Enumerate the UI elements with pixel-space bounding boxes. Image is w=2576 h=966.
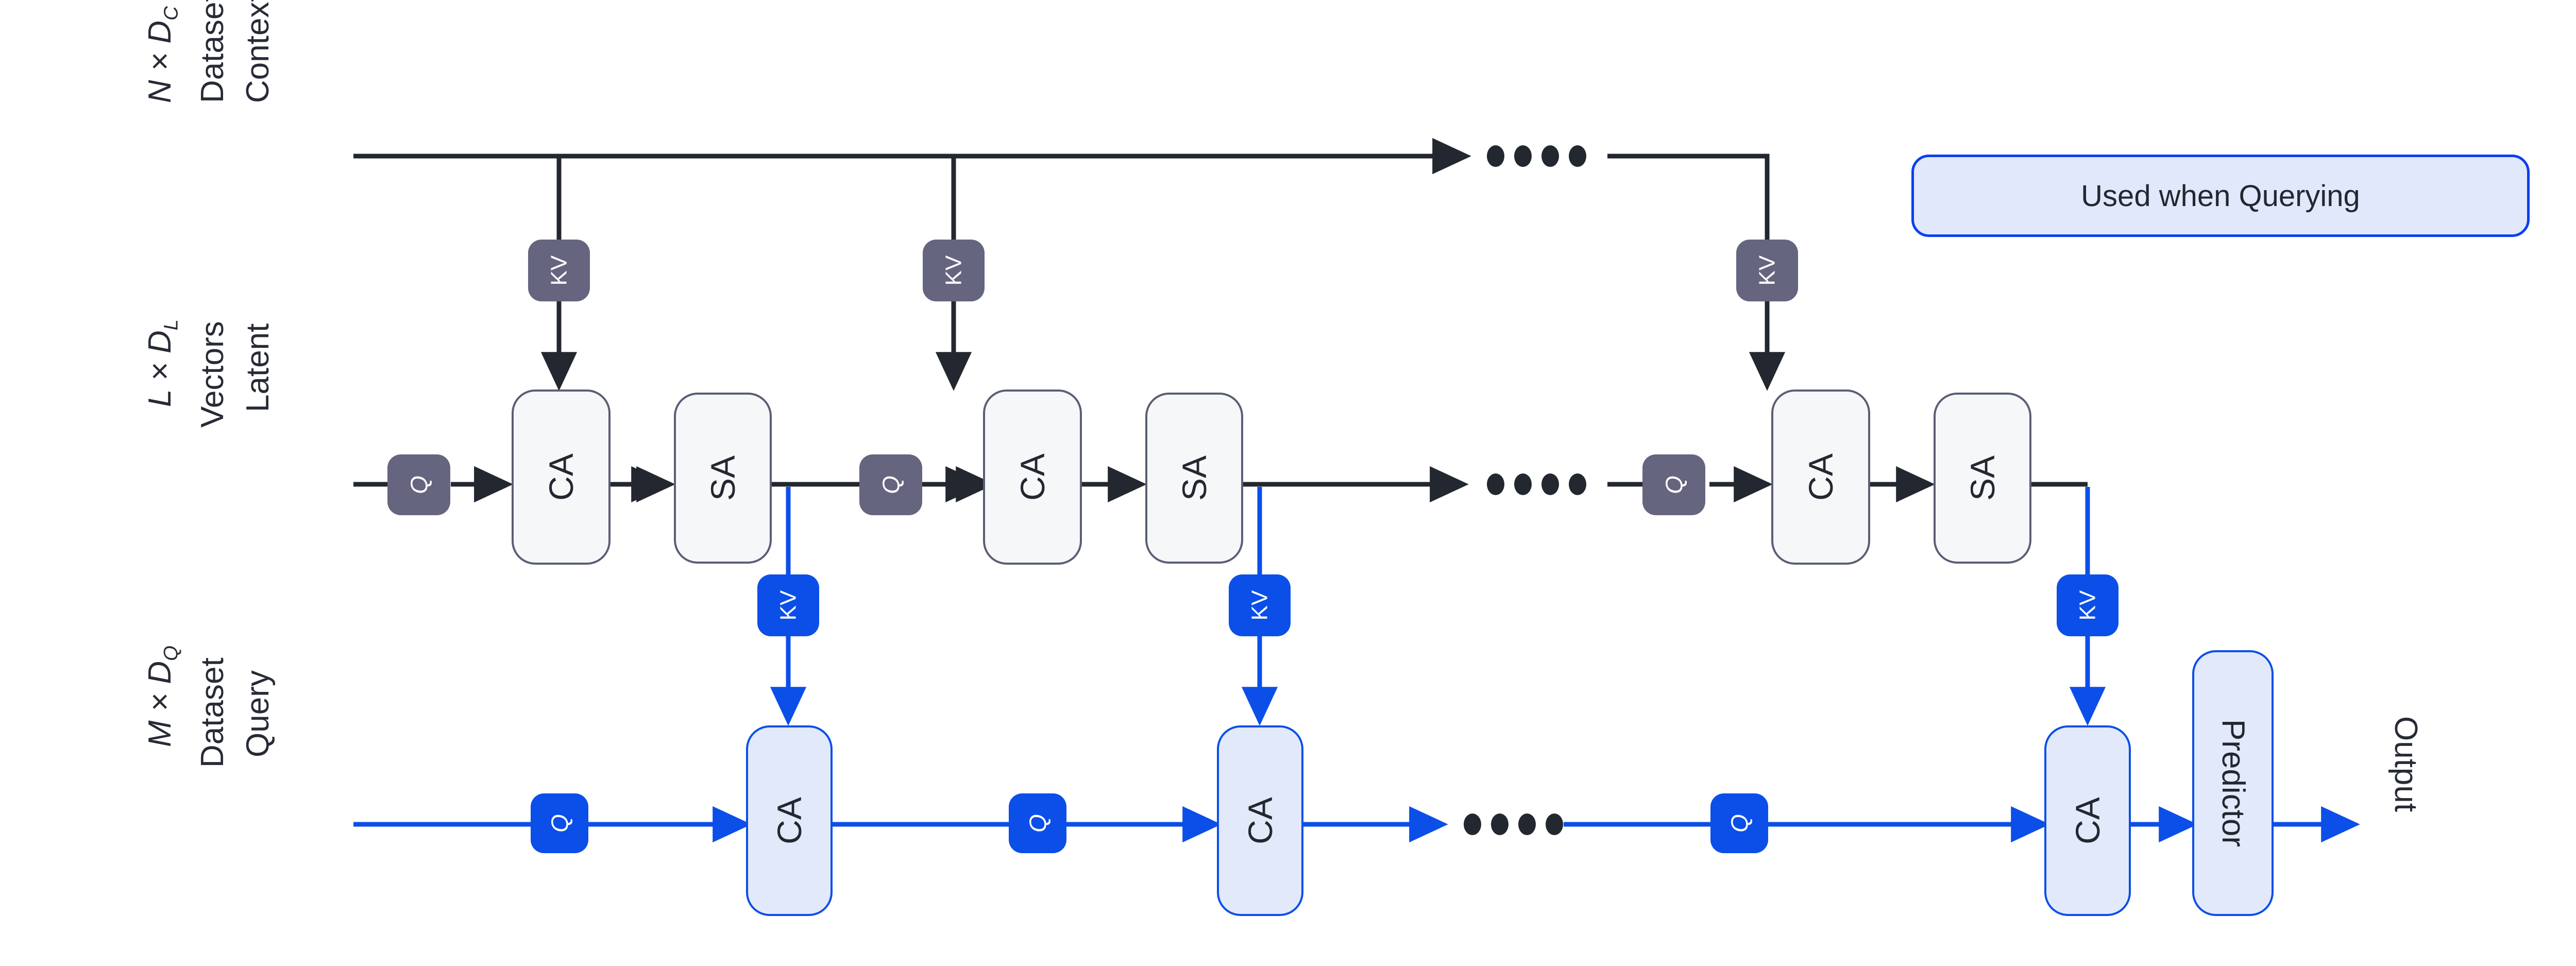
row-dims-latent: L × DL (142, 319, 182, 407)
legend-used-when-querying: Used when Querying (1911, 155, 2530, 237)
block-query-ca-1-label: CA (770, 797, 808, 844)
kv-badge-context-2-label: KV (940, 255, 966, 286)
kv-badge-query-1-label: KV (775, 590, 801, 621)
block-latent-ca-3-label: CA (1802, 453, 1840, 501)
row-label-query-line1: Query (240, 670, 276, 757)
q-badge-latent-3[interactable]: Q (1642, 454, 1705, 515)
block-latent-sa-3-label: SA (1963, 455, 2002, 501)
block-latent-ca-3[interactable]: CA (1771, 389, 1870, 565)
q-badge-latent-3-label: Q (1660, 476, 1687, 494)
block-latent-ca-2[interactable]: CA (983, 389, 1082, 565)
row-dims-context-text: N × D (142, 20, 178, 103)
latent-to-query-taps (770, 487, 2106, 726)
kv-badge-query-1[interactable]: KV (757, 574, 819, 636)
kv-badge-query-3-label: KV (2074, 590, 2100, 621)
kv-badge-context-3[interactable]: KV (1736, 240, 1798, 301)
row-label-context-line1: Context (240, 0, 276, 103)
block-predictor[interactable]: Predictor (2192, 650, 2274, 916)
block-latent-ca-2-label: CA (1013, 453, 1052, 501)
q-badge-latent-1[interactable]: Q (387, 454, 450, 515)
kv-badge-context-1[interactable]: KV (528, 240, 590, 301)
ellipsis-latent (1487, 473, 1586, 495)
row-dims-latent-sub: L (160, 319, 182, 331)
block-predictor-label: Predictor (2215, 719, 2251, 848)
row-label-latent-line2: Vectors (195, 321, 230, 428)
block-latent-sa-2[interactable]: SA (1145, 393, 1243, 564)
block-latent-sa-1-label: SA (703, 455, 742, 501)
kv-badge-query-3[interactable]: KV (2057, 574, 2119, 636)
block-latent-sa-1[interactable]: SA (674, 393, 772, 564)
block-query-ca-1[interactable]: CA (746, 725, 833, 916)
kv-badge-query-2[interactable]: KV (1229, 574, 1291, 636)
q-badge-latent-1-label: Q (405, 476, 432, 494)
ellipsis-query (1464, 814, 1563, 835)
row-label-query-line2: Dataset (195, 657, 230, 768)
block-query-ca-2-label: CA (1241, 797, 1279, 844)
kv-badge-context-3-label: KV (1754, 255, 1780, 286)
q-badge-query-3[interactable]: Q (1710, 793, 1768, 853)
block-query-ca-3[interactable]: CA (2044, 725, 2131, 916)
ellipsis-context (1487, 145, 1586, 167)
block-latent-ca-1-label: CA (542, 453, 580, 501)
q-badge-query-2-label: Q (1024, 814, 1051, 833)
q-badge-latent-2[interactable]: Q (859, 454, 922, 515)
output-label: Output (2388, 716, 2424, 812)
q-badge-query-3-label: Q (1726, 814, 1753, 833)
row-label-context-line2: Dataset (195, 0, 230, 103)
row-dims-latent-text: L × D (142, 330, 178, 407)
q-badge-query-1[interactable]: Q (531, 793, 588, 853)
row-dims-query-sub: Q (160, 646, 182, 661)
block-latent-sa-2-label: SA (1175, 455, 1213, 501)
block-latent-sa-3[interactable]: SA (1934, 393, 2031, 564)
q-badge-query-1-label: Q (546, 814, 573, 833)
block-query-ca-3-label: CA (2069, 797, 2107, 844)
kv-badge-context-2[interactable]: KV (923, 240, 985, 301)
row-dims-context-sub: C (160, 6, 182, 21)
row-label-latent-line1: Latent (240, 323, 276, 412)
block-query-ca-2[interactable]: CA (1217, 725, 1303, 916)
block-latent-ca-1[interactable]: CA (512, 389, 611, 565)
q-badge-latent-2-label: Q (877, 476, 904, 494)
row-dims-context: N × DC (142, 6, 182, 103)
ellipsis-dots (1464, 145, 1586, 835)
row-dims-query: M × DQ (142, 646, 182, 747)
context-row-wires (353, 138, 1786, 391)
row-dims-query-text: M × D (142, 660, 178, 747)
kv-badge-context-1-label: KV (546, 255, 571, 286)
kv-badge-query-2-label: KV (1246, 590, 1272, 621)
legend-label: Used when Querying (2081, 179, 2360, 213)
q-badge-query-2[interactable]: Q (1009, 793, 1066, 853)
